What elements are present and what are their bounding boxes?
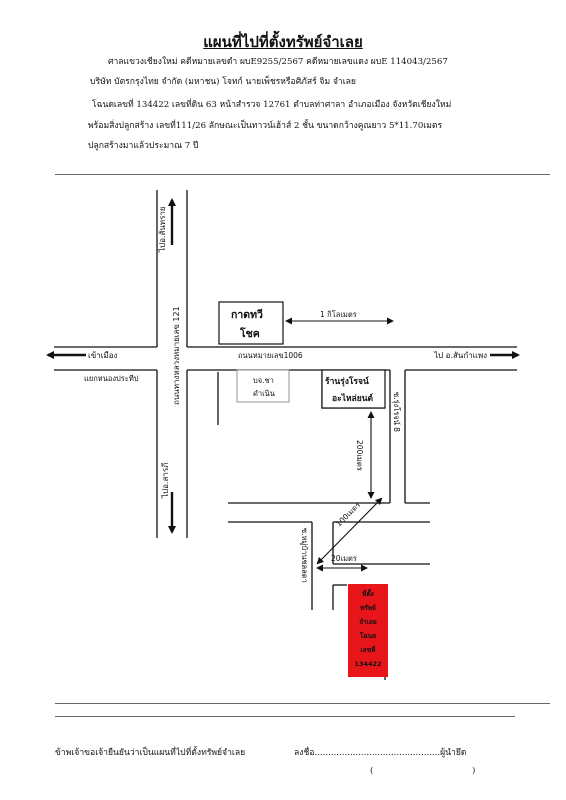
shop-name-line1: ร้านรุ่งโรจน์ — [325, 376, 369, 387]
bottom-divider-1 — [55, 703, 550, 704]
label-highway-121: ถนนทางหลวงหมายเลข 121 — [172, 306, 181, 405]
company-box — [236, 369, 290, 403]
label-west-destination: เข้าเมือง — [88, 351, 118, 360]
header-line-parties: บริษัท บัตรกรุงไทย จำกัด (มหาชน) โจทก์ น… — [90, 77, 356, 87]
shop-name-line2: อะไหล่ยนต์ — [332, 393, 374, 404]
label-north-road: ไปอ.สันทราย — [158, 206, 167, 253]
shop-box — [321, 369, 386, 409]
property-label-line: จำเลย — [359, 618, 377, 626]
header-line-age: ปลูกสร้างมาแล้วประมาณ 7 ปี — [88, 141, 199, 151]
label-distance-200m: 200เมตร — [355, 440, 364, 471]
label-soi-rungroj: ซ.รุ่งโรจน์ 8 — [392, 392, 401, 432]
label-west-junction: แยกหนองประทีป — [84, 374, 139, 383]
signature-line: ลงชื่อ..................................… — [294, 748, 467, 758]
company-name-line1: บจ.ชา — [253, 376, 274, 385]
property-label-line: โฉนด — [359, 631, 377, 640]
label-south-road: ไปอ.สารภี — [161, 463, 170, 499]
property-marker — [348, 584, 388, 677]
bottom-divider-2 — [55, 716, 515, 717]
label-distance-100m: 100เมตร — [334, 500, 362, 528]
label-soi-chonlada: ซ.หมู่บ้านชลลดา — [300, 528, 309, 583]
header-line-building: พร้อมสิ่งปลูกสร้าง เลขที่111/26 ลักษณะเป… — [88, 121, 443, 131]
label-road-1006: ถนนหมายเลข1006 — [238, 351, 303, 360]
distance-100m-arrow-icon — [316, 497, 383, 565]
top-divider — [55, 174, 550, 175]
landmark-name-line2: โชค — [239, 327, 260, 340]
label-distance-20m: 20เมตร — [331, 554, 357, 563]
signature-paren-open: ( — [370, 766, 374, 776]
certification-text: ข้าพเจ้าขอเจ้ายืนยันว่าเป็นแผนที่ไปที่ตั… — [55, 748, 246, 758]
page-title: แผนที่ไปที่ตั้งทรัพย์จำเลย — [203, 33, 363, 51]
landmark-name-line1: กาดทวี — [231, 308, 263, 321]
property-label-line: ที่ตั้ง — [362, 588, 374, 598]
header-line-deed: โฉนดเลขที่ 134422 เลขที่ดิน 63 หน้าสำรวจ… — [92, 100, 452, 110]
label-east-destination: ไป อ.สันกำแพง — [433, 351, 487, 360]
property-label-line: เลขที่ — [361, 644, 376, 654]
signature-paren-close: ) — [472, 766, 476, 776]
property-label-line: 134422 — [354, 660, 381, 668]
property-label-line: ทรัพย์ — [360, 604, 376, 612]
landmark-kad-tawee-box — [218, 301, 284, 345]
company-name-line2: ดำเนิน — [253, 389, 275, 398]
header-line-court: ศาลแขวงเชียงใหม่ คดีหมายเลขดำ ผบE9255/25… — [108, 57, 448, 67]
label-distance-1km: 1 กิโลเมตร — [320, 310, 357, 319]
